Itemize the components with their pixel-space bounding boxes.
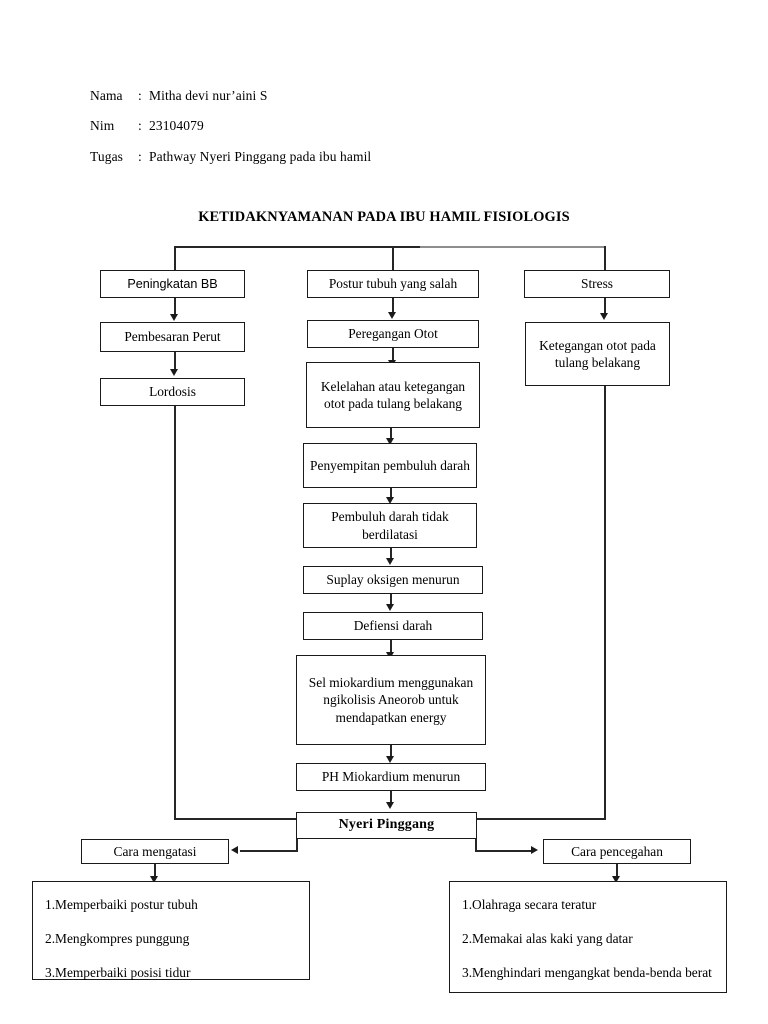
meta-colon-nama: : [138, 88, 142, 103]
link-peregangan-to-kelelahan [392, 348, 394, 362]
list-item: 2.Memakai alas kaki yang datar [462, 931, 633, 947]
branch-left-horizontal [240, 850, 298, 852]
branch-left-stub-vertical [296, 838, 298, 852]
arrow-dilatasi-to-suplay-icon [386, 558, 394, 565]
branch-left-corner [240, 850, 242, 852]
trunk-line-left [175, 246, 420, 248]
list-item: 3.Memperbaiki posisi tidur [45, 965, 191, 981]
node-lordosis[interactable]: Lordosis [100, 378, 245, 406]
node-peregangan-otot[interactable]: Peregangan Otot [307, 320, 479, 348]
link-mengatasi-to-list [154, 864, 156, 879]
trunk-drop-left [174, 246, 176, 271]
arrow-miokardium-to-ph-icon [386, 756, 394, 763]
link-penyempitan-to-dilatasi [390, 488, 392, 499]
list-item: 2.Mengkompres punggung [45, 931, 190, 947]
trunk-line-right [420, 246, 605, 248]
node-penyempitan[interactable]: Penyempitan pembuluh darah [303, 443, 477, 488]
link-stress-to-ketegangan [604, 298, 606, 315]
arrow-pencegahan-to-list-icon [612, 876, 620, 883]
meta-colon-nim: : [138, 118, 142, 133]
node-cara-mengatasi[interactable]: Cara mengatasi [81, 839, 229, 864]
link-bb-to-perut [174, 298, 176, 316]
list-item: 1.Olahraga secara teratur [462, 897, 597, 912]
arrow-to-cara-pencegahan-icon [531, 846, 538, 854]
branch-right-horizontal [475, 850, 533, 852]
node-kelelahan[interactable]: Kelelahan atau ketegangan otot pada tula… [306, 362, 480, 428]
arrow-postur-to-peregangan-icon [388, 312, 396, 319]
node-tidak-berdilatasi[interactable]: Pembuluh darah tidak berdilatasi [303, 503, 477, 548]
arrow-ph-to-nyeri-icon [386, 802, 394, 809]
list-cara-pencegahan: 1.Olahraga secara teratur 2.Memakai alas… [449, 881, 727, 993]
rail-right-into-nyeri [476, 818, 606, 820]
rail-left-into-nyeri [174, 818, 298, 820]
list-item: 1.Memperbaiki postur tubuh [45, 897, 198, 912]
meta-colon-tugas: : [138, 149, 142, 164]
node-nyeri-pinggang[interactable]: Nyeri Pinggang [296, 812, 477, 839]
arrow-bb-to-perut-icon [170, 314, 178, 321]
list-item: 3.Menghindari mengangkat benda-benda ber… [462, 965, 712, 981]
node-defiensi-darah[interactable]: Defiensi darah [303, 612, 483, 640]
link-dilatasi-to-suplay [390, 548, 392, 560]
arrow-to-cara-mengatasi-icon [231, 846, 238, 854]
link-postur-to-peregangan [392, 298, 394, 314]
branch-right-stub-vertical [475, 838, 477, 852]
arrow-kelelahan-to-penyempitan-icon [386, 438, 394, 445]
meta-label-tugas: Tugas [90, 149, 124, 164]
arrow-perut-to-lordosis-icon [170, 369, 178, 376]
node-ketegangan-otot[interactable]: Ketegangan otot pada tulang belakang [525, 322, 670, 386]
link-defiensi-to-miokardium [390, 640, 392, 654]
node-sel-miokardium[interactable]: Sel miokardium menggunakan ngikolisis An… [296, 655, 486, 745]
meta-label-nim: Nim [90, 118, 115, 133]
meta-row-nim: Nim:23104079 [90, 119, 204, 133]
meta-value-tugas: Pathway Nyeri Pinggang pada ibu hamil [149, 149, 372, 164]
arrow-suplay-to-defiensi-icon [386, 604, 394, 611]
list-cara-mengatasi: 1.Memperbaiki postur tubuh 2.Mengkompres… [32, 881, 310, 980]
meta-row-nama: Nama: Mitha devi nur’aini S [90, 89, 267, 103]
arrow-mengatasi-to-list-icon [150, 876, 158, 883]
node-stress[interactable]: Stress [524, 270, 670, 298]
meta-row-tugas: Tugas: Pathway Nyeri Pinggang pada ibu ha… [90, 150, 371, 164]
link-suplay-to-defiensi [390, 594, 392, 606]
link-miokardium-to-ph [390, 745, 392, 758]
node-ph-miokardium[interactable]: PH Miokardium menurun [296, 763, 486, 791]
meta-label-nama: Nama [90, 88, 123, 103]
node-postur-tubuh[interactable]: Postur tubuh yang salah [307, 270, 479, 298]
node-peningkatan-bb[interactable]: Peningkatan BB [100, 270, 245, 298]
link-perut-to-lordosis [174, 352, 176, 371]
link-ph-to-nyeri [390, 791, 392, 804]
meta-value-nama: Mitha devi nur’aini S [149, 88, 268, 103]
trunk-drop-middle [392, 246, 394, 271]
link-pencegahan-to-list [616, 864, 618, 879]
rail-right-vertical [604, 386, 606, 819]
arrow-stress-to-ketegangan-icon [600, 313, 608, 320]
node-pembesaran-perut[interactable]: Pembesaran Perut [100, 322, 245, 352]
page-title: KETIDAKNYAMANAN PADA IBU HAMIL FISIOLOGI… [198, 209, 570, 225]
rail-left-vertical [174, 406, 176, 819]
node-cara-pencegahan[interactable]: Cara pencegahan [543, 839, 691, 864]
meta-value-nim: 23104079 [149, 118, 204, 133]
trunk-drop-right [604, 246, 606, 271]
node-suplay-oksigen[interactable]: Suplay oksigen menurun [303, 566, 483, 594]
link-kelelahan-to-penyempitan [390, 428, 392, 440]
arrow-penyempitan-to-dilatasi-icon [386, 497, 394, 504]
